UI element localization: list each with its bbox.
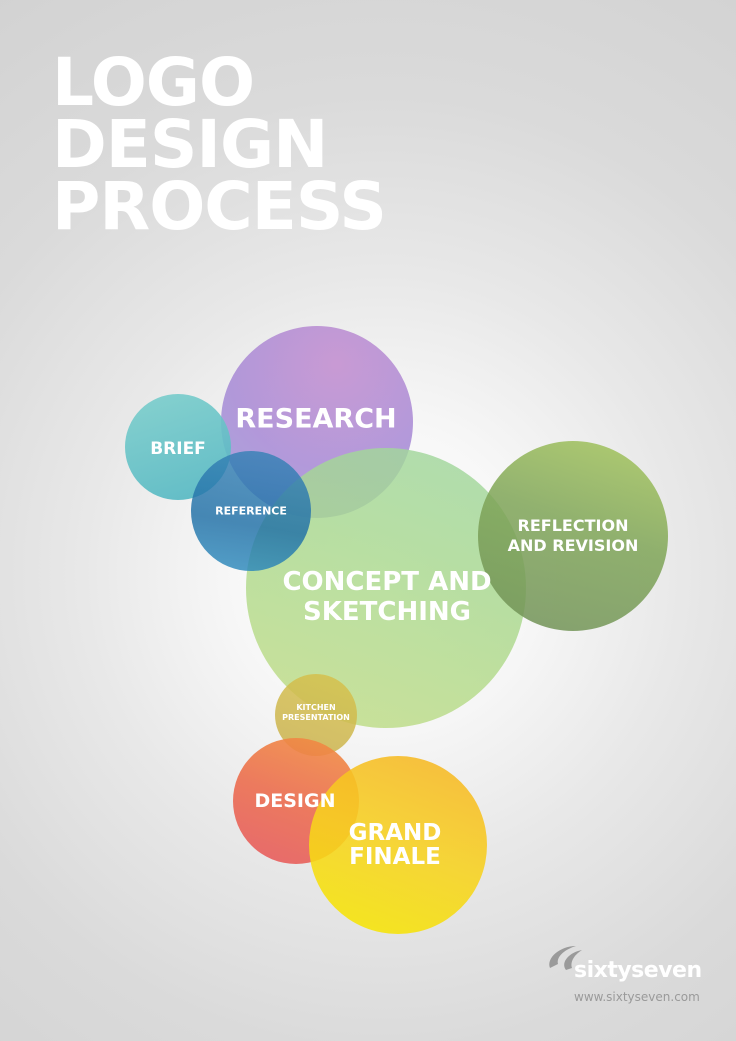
concept-label: CONCEPT AND SKETCHING	[282, 567, 491, 627]
brief-label: BRIEF	[150, 439, 206, 459]
title-line-2: DESIGN	[52, 106, 328, 183]
design-label: DESIGN	[254, 790, 336, 812]
kitchen-presentation-label: KITCHEN PRESENTATION	[282, 703, 350, 723]
finale-label-line-2: FINALE	[349, 844, 441, 870]
kitchen-label-line-1: KITCHEN	[296, 703, 336, 712]
brand-name: sixtyseven	[574, 958, 702, 983]
reflection-label: REFLECTION AND REVISION	[508, 516, 639, 556]
sixtyseven-logo-icon	[549, 946, 582, 970]
concept-label-line-2: SKETCHING	[303, 597, 471, 627]
reference-bubble	[191, 451, 311, 571]
title-line-3: PROCESS	[52, 168, 387, 245]
title-line-1: LOGO	[52, 44, 255, 121]
reflection-bubble	[478, 441, 668, 631]
concept-label-line-1: CONCEPT AND	[282, 567, 492, 597]
poster-title: LOGO DESIGN PROCESS	[52, 44, 387, 245]
brand-url[interactable]: www.sixtyseven.com	[574, 990, 700, 1004]
kitchen-label-line-2: PRESENTATION	[282, 713, 350, 722]
reference-label: REFERENCE	[215, 504, 287, 518]
reflection-label-line-1: REFLECTION	[517, 516, 629, 535]
finale-label-line-1: GRAND	[348, 820, 442, 846]
reflection-label-line-2: AND REVISION	[507, 536, 639, 555]
grand-finale-label: GRAND FINALE	[349, 821, 442, 869]
research-label: RESEARCH	[235, 403, 397, 435]
grand-finale-bubble	[309, 756, 487, 934]
